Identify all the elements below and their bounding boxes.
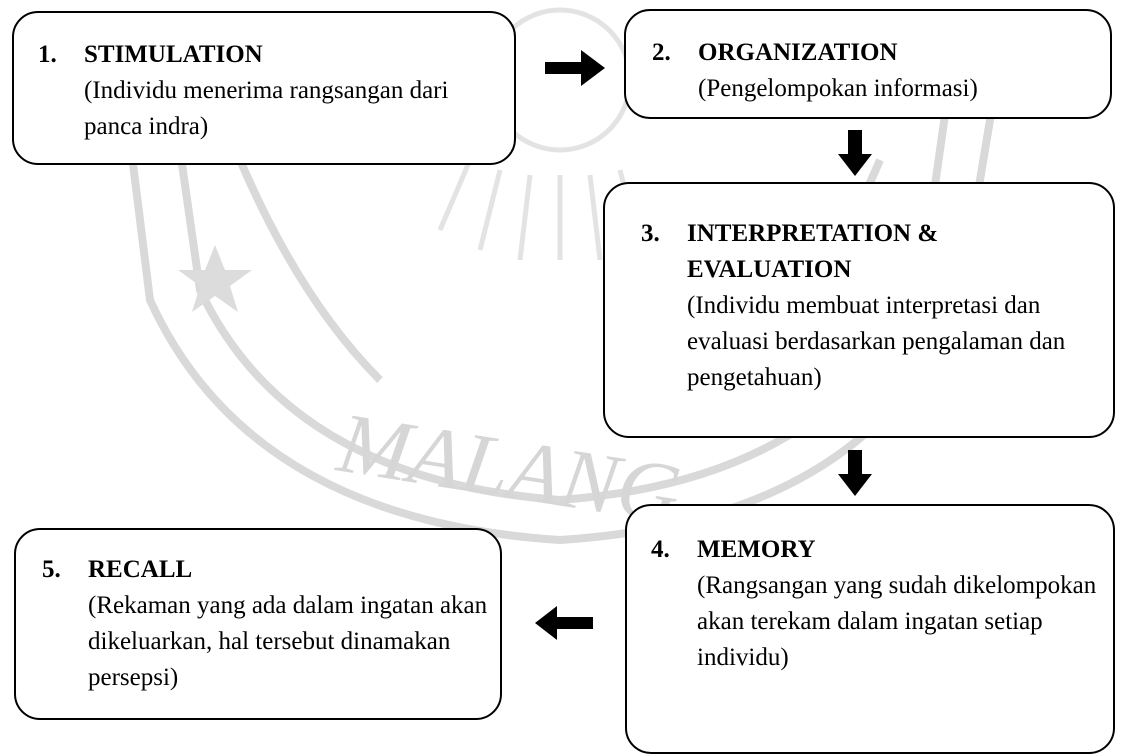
step-5-recall-box: 5. RECALL (Rekaman yang ada dalam ingatan…	[14, 528, 502, 720]
step-2-number: 2.	[652, 39, 671, 66]
arrow-right-icon	[545, 50, 605, 86]
step-3-description: (Individu membuat interpretasi dan evalu…	[687, 292, 1066, 391]
arrow-down-icon	[838, 450, 872, 496]
step-5-number: 5.	[42, 556, 61, 583]
step-2-organization-box: 2. ORGANIZATION (Pengelompokan informasi)	[624, 9, 1112, 119]
step-4-description: (Rangsangan yang sudah dikelompokan akan…	[697, 572, 1097, 671]
step-1-title: STIMULATION	[84, 41, 263, 68]
step-2-title: ORGANIZATION	[698, 39, 898, 66]
step-1-description: (Individu menerima rangsangan dari panca…	[84, 77, 449, 140]
arrow-left-icon	[535, 606, 593, 640]
arrow-down-icon	[838, 130, 872, 176]
step-4-number: 4.	[651, 536, 670, 563]
step-4-memory-box: 4. MEMORY (Rangsangan yang sudah dikelomp…	[625, 504, 1115, 754]
step-1-number: 1.	[38, 41, 57, 68]
step-2-description: (Pengelompokan informasi)	[698, 75, 978, 102]
step-3-number: 3.	[641, 220, 660, 247]
step-5-title: RECALL	[88, 556, 193, 583]
step-4-title: MEMORY	[697, 536, 816, 563]
step-5-description: (Rekaman yang ada dalam ingatan akan dik…	[88, 592, 488, 691]
step-1-stimulation-box: 1. STIMULATION (Individu menerima rangsan…	[12, 11, 516, 165]
step-3-interpretation-box: 3. INTERPRETATION & EVALUATION (Individu …	[603, 182, 1115, 438]
step-3-title: INTERPRETATION & EVALUATION	[687, 220, 939, 283]
